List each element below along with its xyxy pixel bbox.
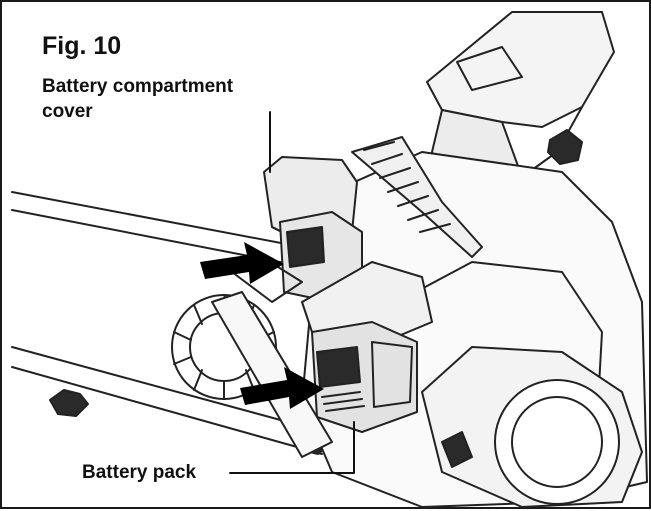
right-arrow-icon xyxy=(240,367,324,409)
battery-pack-label: Battery pack xyxy=(82,462,197,483)
battery-compartment-cover-label: Battery compartment cover xyxy=(42,74,233,124)
battery-pack-lower xyxy=(311,321,418,433)
right-arrow-icon xyxy=(200,242,284,284)
handle-bar-tubes xyxy=(11,191,333,455)
carry-handle xyxy=(351,136,483,258)
chute-knob xyxy=(547,129,583,165)
cover-label-line-1: Battery compartment xyxy=(42,76,234,97)
cover-label-line-2: cover xyxy=(42,101,93,122)
adjustment-knob xyxy=(49,389,89,417)
wheel-cover xyxy=(421,346,643,508)
callout-leader-lines xyxy=(229,111,355,474)
battery-pack-upper xyxy=(279,211,433,348)
figure-title: Fig. 10 xyxy=(42,32,122,60)
